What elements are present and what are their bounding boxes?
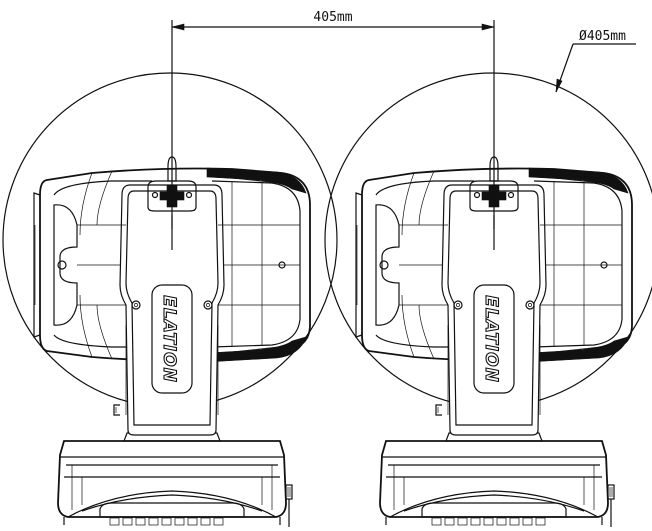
diameter-dimension: Ø405mm — [555, 29, 636, 93]
width-dimension-label: 405mm — [313, 10, 352, 25]
fixture-brand-logo: ELATION — [481, 295, 501, 383]
diameter-dimension-label: Ø405mm — [579, 29, 626, 44]
fixture-brand-logo: ELATION — [159, 295, 179, 383]
width-dimension: 405mm — [171, 10, 495, 250]
fixture-left: ELATION — [33, 156, 311, 528]
fixture-right: ELATION — [355, 156, 633, 528]
